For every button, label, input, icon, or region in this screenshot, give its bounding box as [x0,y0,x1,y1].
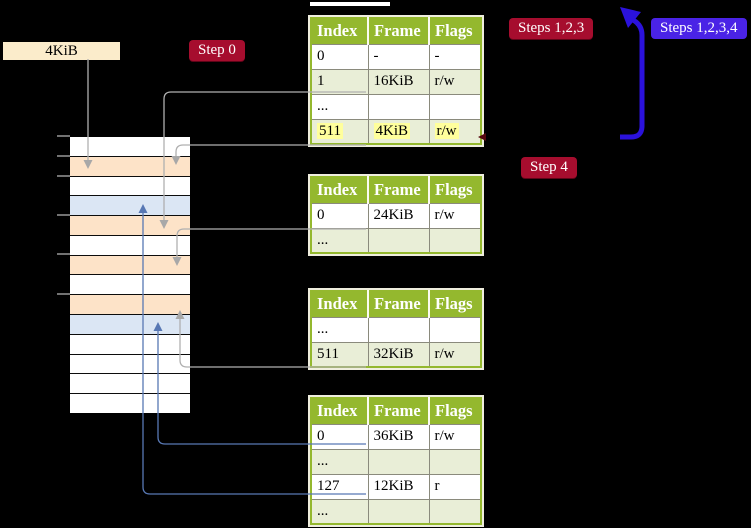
cell: 0 [310,43,369,70]
cell [428,498,482,525]
cell: 511 [310,118,369,145]
column-header: Frame [367,177,429,203]
cell: ... [310,498,369,525]
cell: ... [310,227,369,254]
cell [428,448,482,475]
cell: r/w [428,118,482,145]
memory-cell-white [70,137,190,156]
table-row: ... [310,93,482,120]
cell: ... [310,93,369,120]
column-header: Flags [428,177,481,203]
memory-cell-blue [70,314,190,334]
table-row: ... [310,316,482,343]
cell: ... [310,316,369,343]
cell: 32KiB [367,341,430,368]
cell [367,227,430,254]
cell: 4KiB [367,118,430,145]
loop-back-arrowhead [620,7,641,28]
column-header: Flags [428,291,481,317]
physical-memory-strip [70,137,190,413]
cell: 0 [310,202,369,229]
memory-cell-peach [70,155,190,176]
cell [428,93,482,120]
memory-cell-white [70,353,190,374]
highlighted-value: r/w [434,122,459,139]
cell: ... [310,448,369,475]
loop-back-arrow [620,17,645,140]
cell [367,448,430,475]
highlighted-value: 4KiB [373,122,411,139]
memory-tick-marks [57,135,70,295]
cell: 127 [310,473,369,500]
cropped-table-edge [310,2,390,6]
memory-cell-peach [70,254,190,275]
column-header: Index [311,177,368,203]
cell: 12KiB [367,473,430,500]
memory-cell-white [70,175,190,196]
column-header: Frame [367,398,429,424]
cell: 1 [310,68,369,95]
cell [367,316,430,343]
memory-cell-white [70,274,190,295]
table-row: 511 4KiB r/w [310,118,482,145]
arrow-entry511-to-4kib [175,144,366,157]
cell: 36KiB [367,423,430,450]
table-row: ... [310,227,482,254]
badge-steps-1-2-3-4: Steps 1,2,3,4 [651,18,747,39]
column-header: Flags [428,18,481,44]
cell: - [428,43,482,70]
memory-cell-blue [70,195,190,216]
cell: r/w [428,68,482,95]
table-row: ... [310,448,482,475]
table-row: 0-- [310,43,482,70]
column-header: Index [311,18,368,44]
cell: - [367,43,430,70]
column-header: Index [311,398,368,424]
highlighted-value: 511 [317,122,343,139]
column-header: Frame [367,18,429,44]
cell: 0 [310,423,369,450]
cell [428,316,482,343]
memory-cell-white [70,393,190,413]
memory-cell-white [70,333,190,354]
cell: 24KiB [367,202,430,229]
cell: r/w [428,341,482,368]
memory-cell-peach [70,215,190,235]
cell: r [428,473,482,500]
cell [367,498,430,525]
column-header: Index [311,291,368,317]
cell [428,227,482,254]
frame-size-box: 4KiB [3,42,120,60]
column-header: Flags [428,398,481,424]
memory-cell-peach [70,294,190,315]
memory-cell-white [70,234,190,255]
cell: r/w [428,202,482,229]
column-header: Frame [367,291,429,317]
table-row: ... [310,498,482,525]
cell: r/w [428,423,482,450]
memory-cell-white [70,373,190,394]
cell: 16KiB [367,68,430,95]
cell: 511 [310,341,369,368]
badge-step-4: Step 4 [521,157,577,178]
badge-step-0: Step 0 [189,40,245,61]
cell [367,93,430,120]
badge-steps-1-2-3: Steps 1,2,3 [509,18,594,39]
